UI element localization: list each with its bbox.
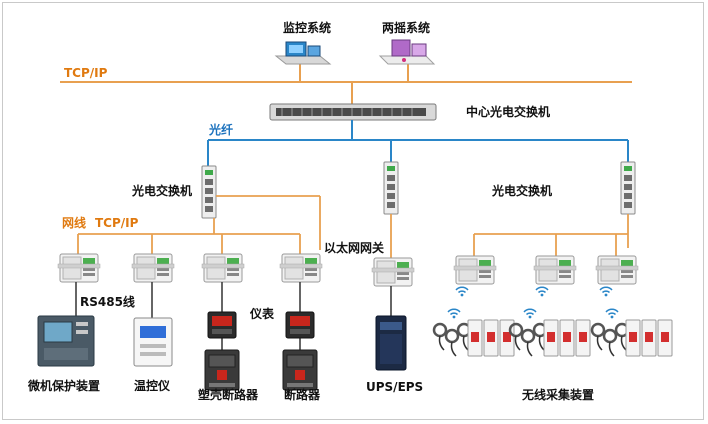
wifi-icon-4 xyxy=(447,308,461,320)
fiber-switch-left-icon xyxy=(201,165,217,219)
diagram-frame xyxy=(2,2,704,420)
wifi-icon-3 xyxy=(599,286,613,298)
rs485-label: RS485线 xyxy=(80,295,135,309)
mccb-label: 塑壳断路器 xyxy=(198,388,259,402)
gateway-module-2 xyxy=(131,253,175,283)
tcpip-top-label: TCP/IP xyxy=(64,66,108,80)
left-ethernet-lines xyxy=(77,195,321,254)
mccb-icon xyxy=(204,349,240,391)
protection-device-label: 微机保护装置 xyxy=(28,379,101,393)
ups-cabinet-icon xyxy=(375,315,407,371)
core-switch-icon xyxy=(269,103,437,121)
switch-left-label: 光电交换机 xyxy=(132,184,193,198)
network-cable-label: 网线 xyxy=(62,216,87,230)
two-remote-system-icon xyxy=(378,39,436,65)
temperature-controller-icon xyxy=(133,317,173,367)
meter-icon-2 xyxy=(285,311,315,339)
wireless-cluster-2 xyxy=(508,319,591,358)
temperature-controller-label: 温控仪 xyxy=(134,379,171,393)
gateway-module-4 xyxy=(279,253,323,283)
device-wires xyxy=(75,282,392,350)
wifi-icon-6 xyxy=(605,308,619,320)
wireless-device-label: 无线采集装置 xyxy=(522,388,595,402)
wireless-cluster-1 xyxy=(432,319,515,358)
gateway-module-3 xyxy=(201,253,245,283)
monitoring-system-icon xyxy=(274,41,332,65)
wifi-icon-1 xyxy=(455,286,469,298)
breaker-label: 断路器 xyxy=(284,388,321,402)
gateway-module-8 xyxy=(595,255,639,285)
fiber-switch-mid-icon xyxy=(383,161,399,215)
monitoring-system-label: 监控系统 xyxy=(283,21,332,35)
right-ethernet-lines xyxy=(473,214,629,256)
protection-device-icon xyxy=(37,315,95,367)
ethernet-gateway-label: 以太网网关 xyxy=(324,241,385,255)
fiber-switch-right-icon xyxy=(620,161,636,215)
meter-label: 仪表 xyxy=(250,307,275,321)
breaker-icon xyxy=(282,349,318,391)
gateway-module-7 xyxy=(533,255,577,285)
two-remote-system-label: 两摇系统 xyxy=(382,21,431,35)
core-switch-label: 中心光电交换机 xyxy=(466,105,551,119)
wifi-icon-2 xyxy=(535,286,549,298)
ethernet-gateway-module xyxy=(371,257,415,287)
meter-icon-1 xyxy=(207,311,237,339)
fiber-label: 光纤 xyxy=(209,123,234,137)
tcpip-mid-label: TCP/IP xyxy=(95,216,139,230)
wifi-icon-5 xyxy=(523,308,537,320)
switch-right-label: 光电交换机 xyxy=(492,184,553,198)
gateway-module-6 xyxy=(453,255,497,285)
ups-label: UPS/EPS xyxy=(366,380,424,394)
gateway-module-1 xyxy=(57,253,101,283)
wireless-cluster-3 xyxy=(590,319,673,358)
